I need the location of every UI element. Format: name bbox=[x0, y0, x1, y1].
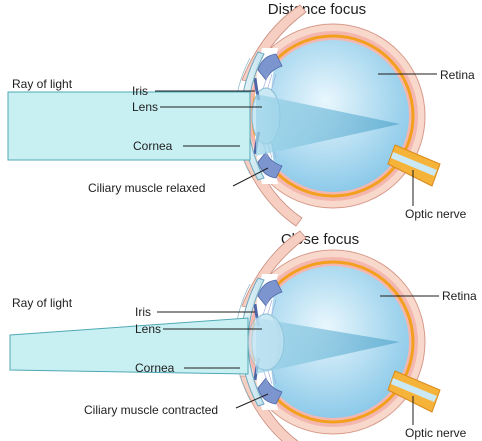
light-ray-diverging bbox=[9, 317, 249, 375]
panel-distance-focus: Distance focus Ray of light Iris Lens Co… bbox=[7, 1, 475, 228]
panel-title: Distance focus bbox=[268, 1, 366, 18]
cornea-label: Cornea bbox=[135, 361, 175, 375]
optic-nerve-label: Optic nerve bbox=[405, 207, 467, 221]
ciliary-label: Ciliary muscle relaxed bbox=[88, 181, 205, 195]
optic-nerve-label: Optic nerve bbox=[405, 426, 467, 440]
retina-label: Retina bbox=[442, 289, 477, 303]
lens-label: Lens bbox=[132, 100, 158, 114]
iris-label: Iris bbox=[132, 84, 148, 98]
lens-label: Lens bbox=[135, 322, 161, 336]
ray-label: Ray of light bbox=[12, 296, 73, 310]
iris-label: Iris bbox=[135, 305, 151, 319]
focus-cone bbox=[256, 94, 400, 156]
ciliary-label: Ciliary muscle contracted bbox=[84, 403, 218, 417]
retina-label: Retina bbox=[440, 68, 475, 82]
ciliary-leader bbox=[235, 393, 269, 409]
cornea-label: Cornea bbox=[133, 139, 173, 153]
ciliary-leader bbox=[232, 167, 269, 187]
ray-label: Ray of light bbox=[12, 77, 73, 91]
panel-close-focus: Close focus Ray of light Iris Lens Corne… bbox=[9, 229, 477, 441]
lens-accommodated bbox=[247, 313, 285, 371]
light-ray-parallel bbox=[7, 91, 251, 161]
focus-cone bbox=[256, 318, 400, 374]
